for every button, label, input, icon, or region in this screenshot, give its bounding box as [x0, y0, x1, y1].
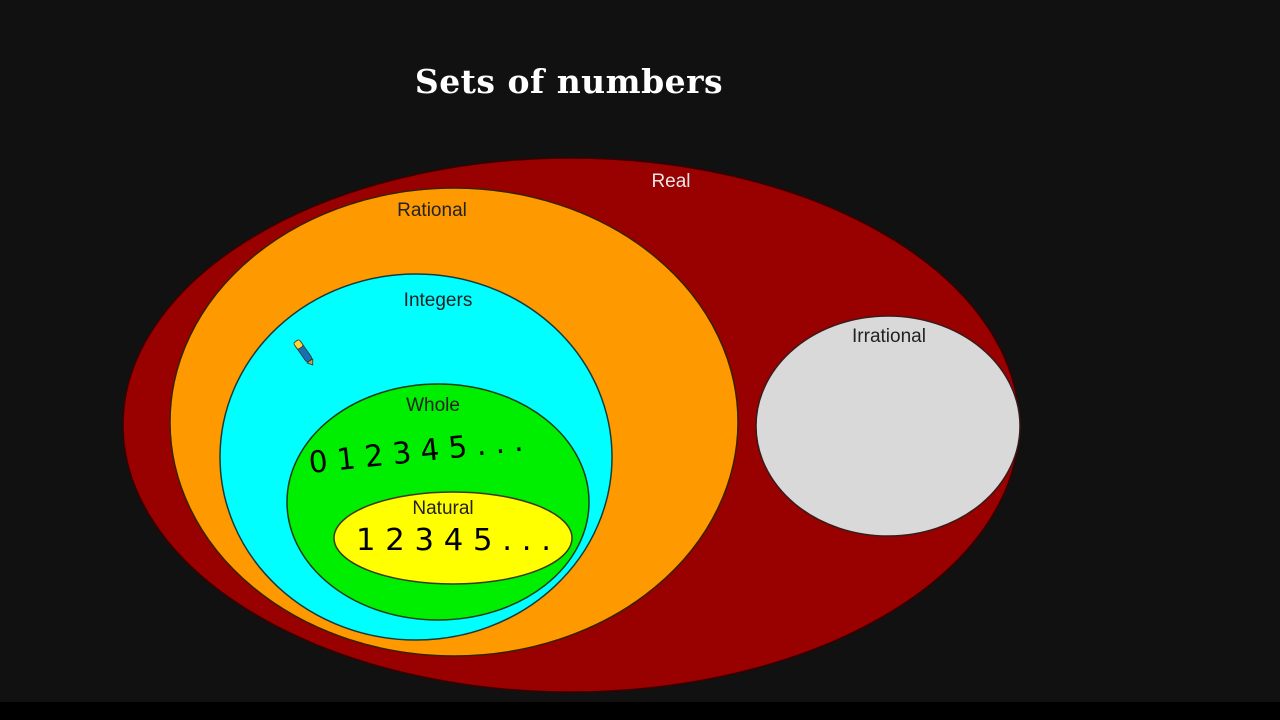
label-rational: Rational [397, 200, 467, 221]
label-natural: Natural [412, 498, 473, 519]
bottom-bar [0, 702, 1280, 720]
label-whole: Whole [406, 395, 460, 416]
label-real: Real [651, 171, 690, 192]
set-irrational: Irrational [755, 315, 1021, 537]
natural-numbers-handwriting: 1 2 3 4 5 . . . [356, 523, 551, 558]
label-irrational: Irrational [852, 326, 926, 347]
page-title: Sets of numbers [414, 62, 724, 101]
set-natural: Natural 1 2 3 4 5 . . . [333, 491, 573, 585]
slide-canvas: Sets of numbers Real Rational Integers W… [122, 62, 1021, 693]
venn-diagram: Real Rational Integers Whole 0 1 2 3 4 5… [122, 157, 1021, 693]
pen-cursor-icon [293, 339, 314, 366]
label-integers: Integers [404, 290, 473, 311]
